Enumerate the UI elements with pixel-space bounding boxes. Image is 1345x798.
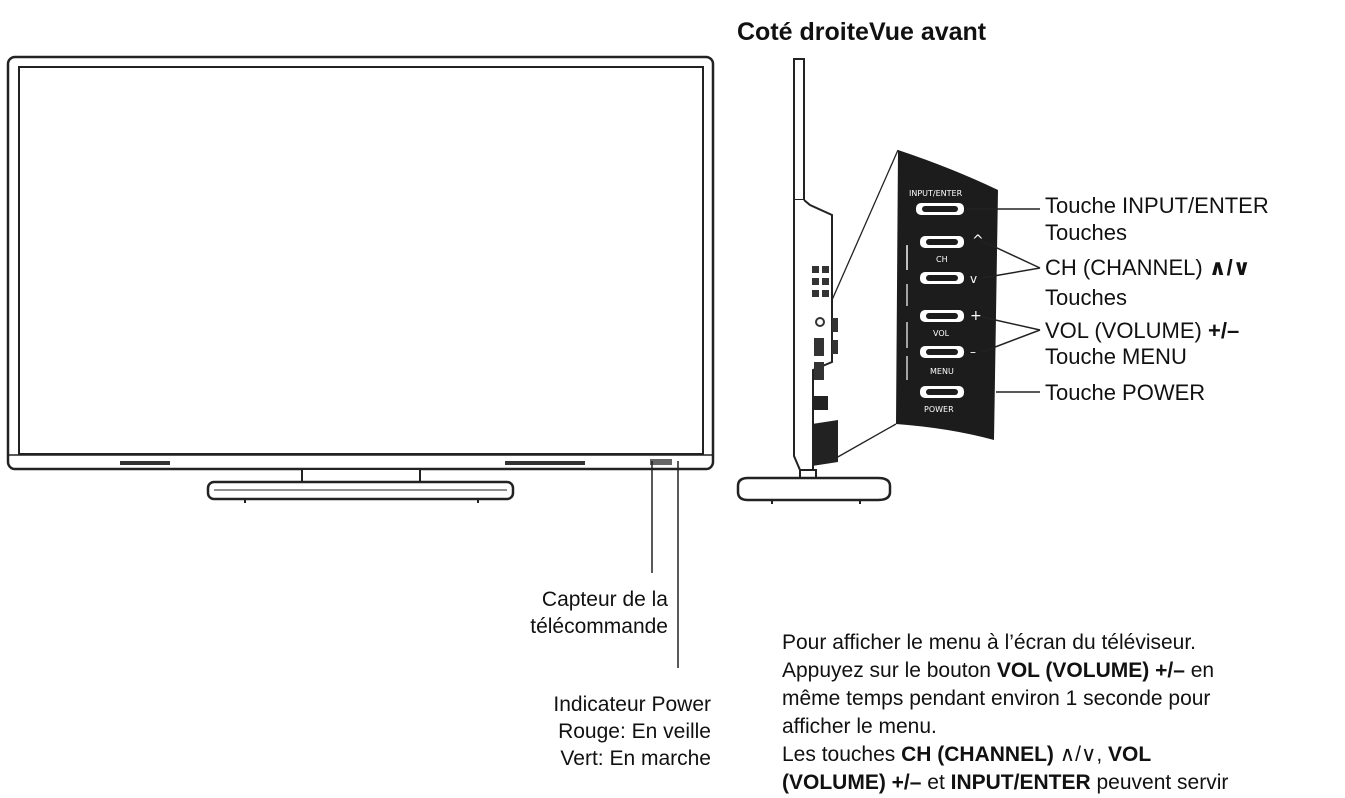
panel-symbol-vol-minus: –: [970, 345, 976, 359]
control-panel-zoom: INPUT/ENTER ^ CH v + VOL – MENU POWER: [896, 150, 1041, 440]
panel-label-vol: VOL: [933, 329, 950, 338]
label-vol-symbols: +/–: [1208, 318, 1240, 343]
panel-symbol-vol-plus: +: [970, 308, 982, 324]
panel-label-menu: MENU: [930, 367, 954, 376]
leader-vol-plus: [981, 316, 1041, 331]
label-remote-sensor: Capteur de la télécommande: [530, 586, 668, 640]
side-view-title: Coté droite: [737, 18, 869, 46]
note-line-5-pre: Les touches: [782, 743, 902, 766]
power-indicator-line-1: Indicateur Power: [553, 693, 711, 716]
panel-symbol-ch-up: ^: [972, 233, 984, 249]
leader-ch-up: [981, 240, 1041, 269]
view-titles: Coté droiteVue avant: [737, 18, 986, 47]
menu-instructions: Pour afficher le menu à l’écran du télév…: [782, 629, 1228, 797]
remote-sensor-line-2: télécommande: [530, 615, 668, 638]
panel-symbol-ch-down: v: [970, 272, 977, 286]
bottom-speaker-left: [120, 461, 170, 465]
side-stand-base: [736, 476, 892, 502]
label-vol-name: VOL (VOLUME) +/–: [1045, 318, 1239, 343]
note-line-2-bold: VOL (VOLUME) +/–: [996, 659, 1185, 682]
note-line-2: Appuyez sur le bouton VOL (VOLUME) +/– e…: [782, 657, 1228, 685]
note-line-5-bold-vol: VOL: [1108, 743, 1152, 766]
side-ports: [812, 266, 829, 380]
note-line-5-bold-ch: CH (CHANNEL): [901, 743, 1060, 766]
note-line-5: Les touches CH (CHANNEL) ∧/∨, VOL: [782, 741, 1228, 769]
label-input-enter: Touche INPUT/ENTER: [1045, 193, 1269, 218]
bottom-speaker-right: [505, 461, 585, 465]
label-ch-name: CH (CHANNEL) ∧/∨: [1045, 255, 1251, 280]
note-line-2-pre: Appuyez sur le bouton: [782, 659, 997, 682]
label-ch-symbols: ∧/∨: [1208, 255, 1251, 280]
label-ch-text: CH (CHANNEL): [1045, 255, 1209, 280]
tv-side-view: [736, 58, 899, 504]
label-vol-text: VOL (VOLUME): [1045, 318, 1208, 343]
power-indicator-line-2: Rouge: En veille: [558, 720, 711, 743]
note-line-6-mid: et: [921, 771, 951, 794]
note-line-6-bold-input: INPUT/ENTER: [950, 771, 1091, 794]
power-indicator-line-3: Vert: En marche: [560, 747, 711, 770]
note-line-3: même temps pendant environ 1 seconde pou…: [782, 687, 1211, 710]
label-vol-title: Touches: [1045, 285, 1127, 310]
front-view-title: Vue avant: [868, 18, 987, 46]
panel-label-input-enter: INPUT/ENTER: [909, 189, 963, 198]
side-top-edge: [793, 58, 805, 201]
note-line-2-post: en: [1184, 659, 1215, 682]
front-sensor-window: [650, 459, 672, 465]
panel-label-ch: CH: [936, 255, 948, 264]
tv-front-view: [6, 55, 715, 668]
note-line-6-post: peuvent servir: [1090, 771, 1229, 794]
note-line-5-symbols: ∧/∨: [1059, 743, 1097, 766]
tv-screen: [18, 66, 704, 455]
zoom-guide-top: [831, 149, 899, 301]
note-line-6: (VOLUME) +/– et INPUT/ENTER peuvent serv…: [782, 769, 1228, 797]
stand-neck: [301, 470, 421, 483]
note-line-5-sep: ,: [1096, 743, 1108, 766]
leader-ch-down: [981, 267, 1041, 279]
leader-vol-minus: [981, 329, 1041, 353]
note-line-6-bold-volume: (VOLUME) +/–: [782, 771, 922, 794]
panel-label-power: POWER: [924, 405, 954, 414]
note-line-1: Pour afficher le menu à l’écran du télév…: [782, 631, 1197, 654]
label-power: Touche POWER: [1045, 380, 1206, 405]
note-line-4: afficher le menu.: [782, 715, 937, 738]
side-strip-buttons: [832, 318, 838, 354]
label-ch-title: Touches: [1045, 220, 1127, 245]
label-menu: Touche MENU: [1045, 344, 1187, 369]
control-panel-shape: [896, 150, 998, 440]
lower-jacks: [812, 396, 838, 466]
remote-sensor-line-1: Capteur de la: [541, 588, 668, 611]
zoom-guide-bottom: [835, 423, 897, 459]
label-power-indicator: Indicateur Power Rouge: En veille Vert: …: [553, 691, 711, 772]
